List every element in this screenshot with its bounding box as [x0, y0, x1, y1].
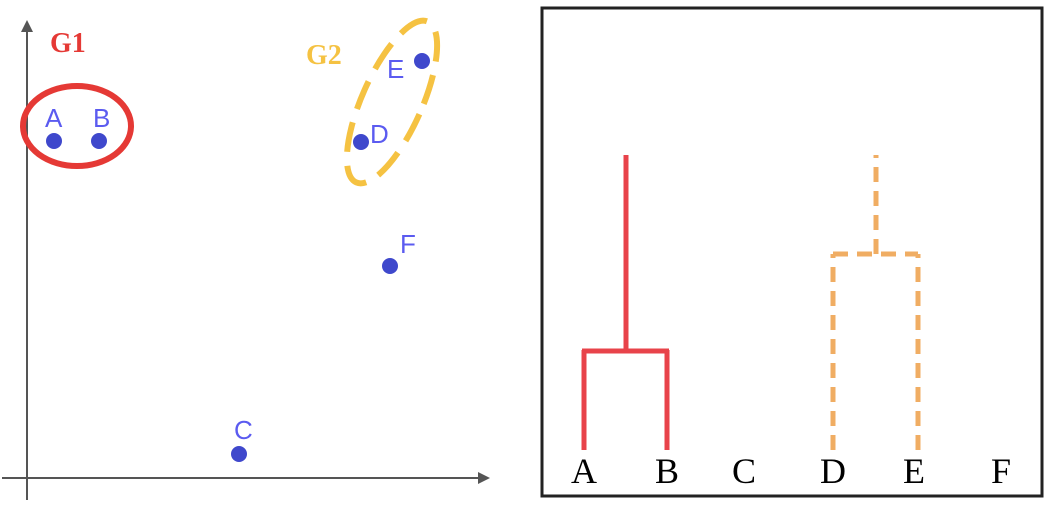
point-a-label: A	[45, 103, 63, 133]
group-g2-label: G2	[306, 40, 342, 71]
dendrogram-frame	[540, 6, 1044, 498]
point-e	[414, 53, 430, 69]
leaf-b: B	[655, 451, 679, 491]
group-g1-label: G1	[50, 28, 86, 59]
scatter-panel: G1 G2 A B C D E F	[2, 17, 490, 500]
leaf-d: D	[820, 451, 846, 491]
dendrogram-panel: A B C D E F	[540, 6, 1044, 498]
cluster-g2-branches	[830, 155, 921, 450]
point-b	[91, 133, 107, 149]
point-e-label: E	[387, 54, 404, 84]
point-b-label: B	[93, 103, 110, 133]
point-f-label: F	[400, 229, 416, 259]
point-d-label: D	[370, 119, 389, 149]
point-c-label: C	[234, 415, 253, 445]
point-f	[382, 258, 398, 274]
point-a	[46, 133, 62, 149]
leaf-f: F	[991, 451, 1011, 491]
group-g1-ellipse	[20, 83, 134, 169]
point-c	[231, 446, 247, 462]
leaf-e: E	[903, 451, 925, 491]
leaf-a: A	[571, 451, 597, 491]
point-d	[353, 134, 369, 150]
leaf-c: C	[732, 451, 756, 491]
group-g2-ellipse	[343, 17, 441, 187]
cluster-g1-branches	[581, 155, 670, 450]
